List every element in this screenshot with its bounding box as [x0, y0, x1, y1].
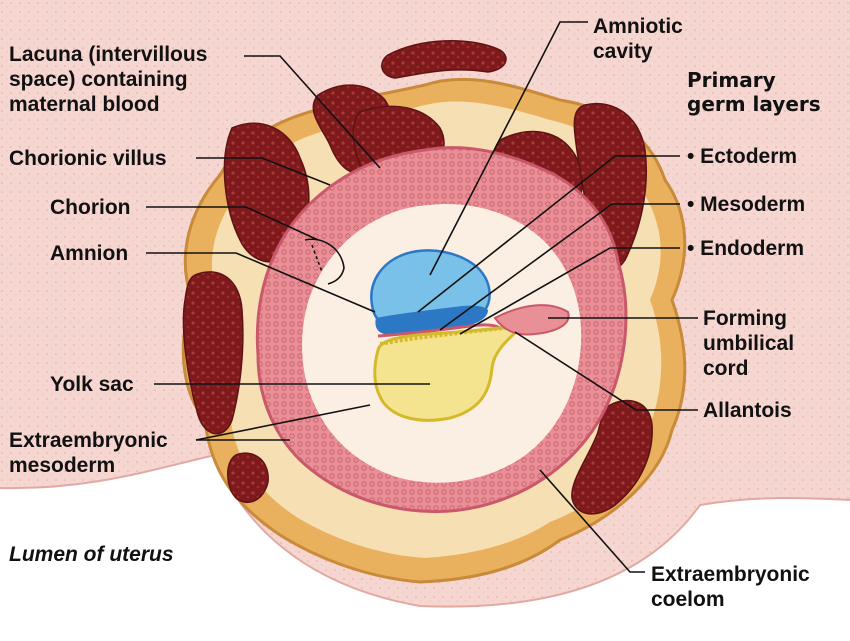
lacuna-lower-right	[571, 399, 653, 515]
lacuna-bottom-left	[227, 452, 269, 503]
leader-extraembryonic-coelom	[539, 469, 645, 573]
leader-amniotic-cavity	[429, 21, 588, 276]
label-forming-umbilical-cord: Forming umbilical cord	[703, 307, 795, 380]
connecting-stalk	[493, 304, 570, 336]
label-amniotic-cavity: Amniotic cavity	[593, 15, 683, 63]
label-lacuna: Lacuna (intervillous space) containing m…	[9, 43, 208, 116]
leader-extraembryonic-mesoderm-1	[195, 404, 371, 441]
leader-endoderm	[459, 247, 680, 335]
label-allantois: Allantois	[703, 399, 792, 422]
top-lacuna	[381, 39, 507, 79]
label-yolk-sac: Yolk sac	[50, 373, 134, 396]
leader-amnion	[146, 252, 376, 313]
label-extraembryonic-mesoderm: Extraembryonic mesoderm	[9, 429, 168, 477]
uterine-lumen	[0, 455, 850, 641]
leader-lines	[146, 21, 698, 573]
label-lumen-of-uterus: Lumen of uterus	[9, 543, 174, 566]
label-chorion: Chorion	[50, 196, 131, 219]
label-extraembryonic-coelom: Extraembryonic coelom	[651, 563, 810, 611]
leader-allantois	[514, 331, 698, 411]
leader-chorionic-villus	[196, 157, 331, 186]
leader-chorion	[146, 206, 319, 241]
yolk-sac	[373, 324, 526, 422]
label-mesoderm: • Mesoderm	[687, 193, 806, 216]
uterine-lumen-edge	[0, 453, 850, 608]
mesoderm-layer	[377, 323, 501, 338]
label-chorionic-villus: Chorionic villus	[9, 147, 167, 170]
leader-ectoderm	[417, 155, 680, 313]
leader-lacuna	[244, 55, 381, 169]
label-amnion: Amnion	[50, 242, 129, 265]
leader-mesoderm	[439, 203, 680, 331]
chorion-bracket-dash	[311, 244, 323, 273]
chorion-bracket	[304, 238, 345, 285]
label-primary-germ-layers: Primary germ layers	[687, 68, 821, 116]
label-endoderm: • Endoderm	[687, 237, 805, 260]
label-ectoderm: • Ectoderm	[687, 145, 798, 168]
lacuna-lower-left	[182, 271, 244, 435]
